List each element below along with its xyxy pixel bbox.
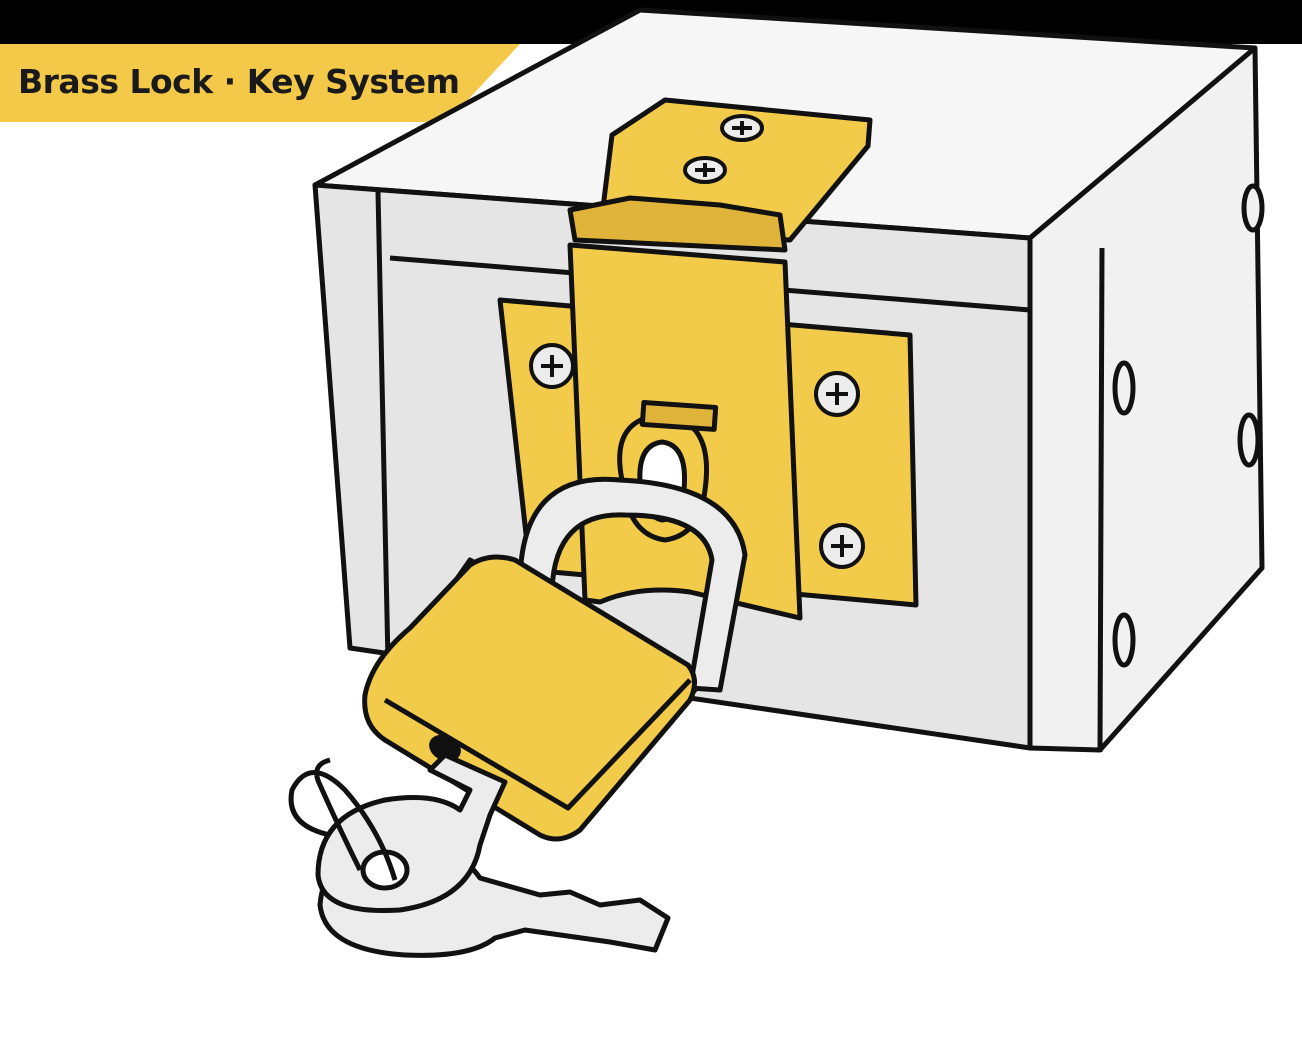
box-rivet [1112, 612, 1136, 668]
box-front-band [375, 191, 391, 663]
screw-icon [683, 156, 727, 184]
hasp-staple-slot [639, 399, 719, 432]
title-banner [0, 44, 520, 122]
box-rivet [1241, 183, 1265, 233]
screw-icon [814, 371, 860, 417]
screws [529, 114, 865, 569]
padlock-shackle [512, 476, 748, 693]
screw-icon [819, 523, 865, 569]
diagram-title: Brass Lock · Key System [18, 62, 460, 101]
box-side-seam [1097, 247, 1105, 753]
hasp-assembly [497, 97, 919, 621]
screw-icon [720, 114, 764, 142]
box-rivet [1237, 412, 1261, 468]
key-ring-icon [288, 757, 398, 881]
hasp-hinge [567, 195, 788, 253]
box-rivet [1112, 360, 1136, 416]
screw-icon [529, 343, 575, 389]
key-set [288, 752, 671, 958]
